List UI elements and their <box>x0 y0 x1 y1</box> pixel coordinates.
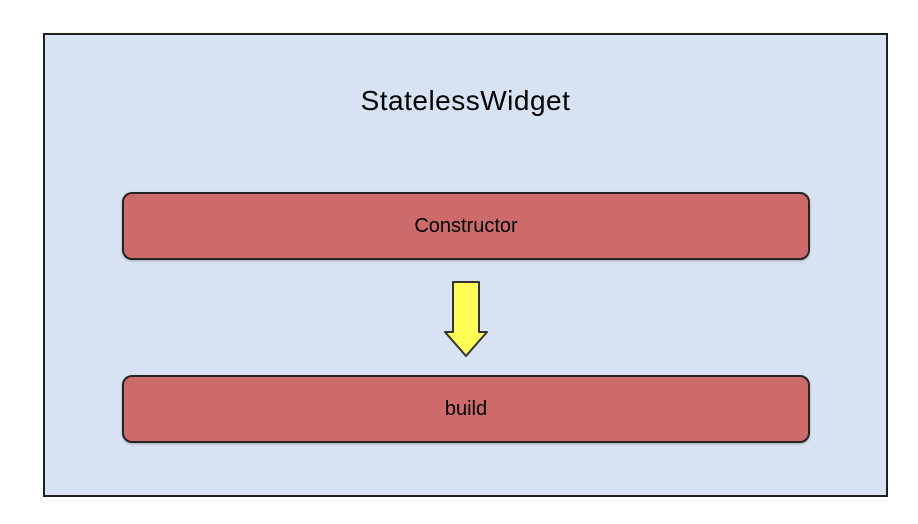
node-build: build <box>122 375 810 443</box>
down-arrow-icon <box>444 281 488 357</box>
node-constructor-label: Constructor <box>414 214 518 237</box>
stateless-widget-container: StatelessWidget Constructor build <box>43 33 888 497</box>
node-constructor: Constructor <box>122 192 810 260</box>
node-build-label: build <box>444 397 488 420</box>
diagram-title: StatelessWidget <box>360 85 571 116</box>
